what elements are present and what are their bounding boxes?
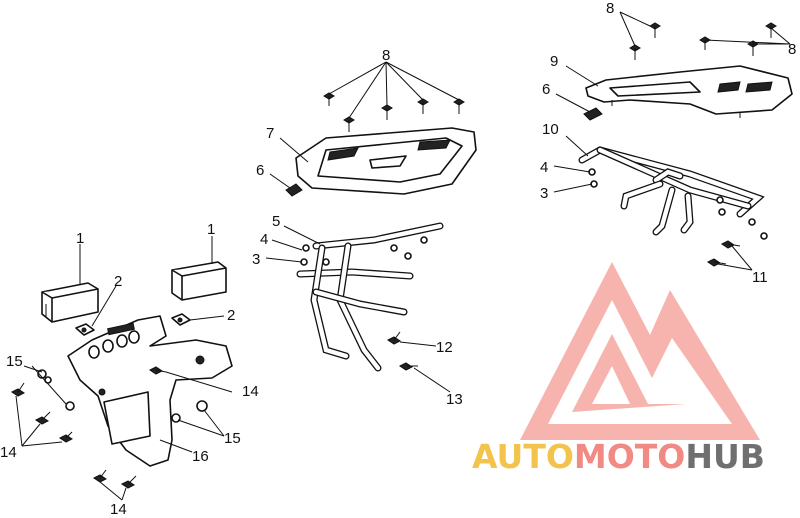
callout-1: 1 bbox=[76, 230, 84, 247]
front-fascia bbox=[67, 315, 233, 467]
rear-frame-bolts bbox=[707, 240, 741, 267]
callout-2: 2 bbox=[114, 273, 122, 290]
callout-8: 8 bbox=[788, 41, 796, 58]
front-rack-bolts bbox=[323, 92, 465, 132]
front-frame-bolts bbox=[387, 331, 418, 371]
lamp-clip-right bbox=[171, 313, 191, 326]
rear-rack-clip bbox=[583, 107, 603, 121]
rear-rack bbox=[585, 65, 793, 118]
callout-16: 16 bbox=[192, 448, 209, 465]
callout-1: 1 bbox=[207, 221, 215, 238]
callout-8: 8 bbox=[382, 47, 390, 64]
callout-8: 8 bbox=[606, 0, 614, 17]
callout-14: 14 bbox=[110, 501, 127, 518]
callout-13: 13 bbox=[446, 391, 463, 408]
callout-15: 15 bbox=[224, 430, 241, 447]
watermark-auto: AUTO bbox=[472, 437, 574, 476]
callout-14: 14 bbox=[0, 444, 17, 461]
front-rack bbox=[295, 127, 477, 195]
callout-6: 6 bbox=[542, 81, 550, 98]
callout-3: 3 bbox=[540, 185, 548, 202]
callout-12: 12 bbox=[436, 339, 453, 356]
callout-5: 5 bbox=[272, 213, 280, 230]
callout-15: 15 bbox=[6, 353, 23, 370]
callout-2: 2 bbox=[227, 307, 235, 324]
rear-rack-bolts bbox=[629, 22, 777, 60]
headlight-right bbox=[171, 261, 227, 301]
headlight-left bbox=[41, 282, 99, 323]
callout-7: 7 bbox=[266, 125, 274, 142]
callout-4: 4 bbox=[260, 231, 268, 248]
watermark-text: AUTOMOTOHUB bbox=[472, 437, 765, 476]
rear-rack-frame bbox=[578, 146, 768, 240]
callout-4: 4 bbox=[540, 159, 548, 176]
callout-9: 9 bbox=[550, 53, 558, 70]
callout-6: 6 bbox=[256, 162, 264, 179]
callout-10: 10 bbox=[542, 121, 559, 138]
front-rack-frame bbox=[296, 222, 444, 372]
watermark-logo bbox=[520, 262, 760, 440]
leader-lines bbox=[15, 11, 791, 501]
watermark-moto: MOTO bbox=[574, 437, 685, 476]
watermark-hub: HUB bbox=[685, 437, 765, 476]
callout-11: 11 bbox=[752, 269, 768, 286]
lamp-clip-left bbox=[75, 323, 95, 336]
callout-14: 14 bbox=[242, 383, 259, 400]
front-rack-clip bbox=[285, 183, 303, 197]
callout-3: 3 bbox=[252, 251, 260, 268]
